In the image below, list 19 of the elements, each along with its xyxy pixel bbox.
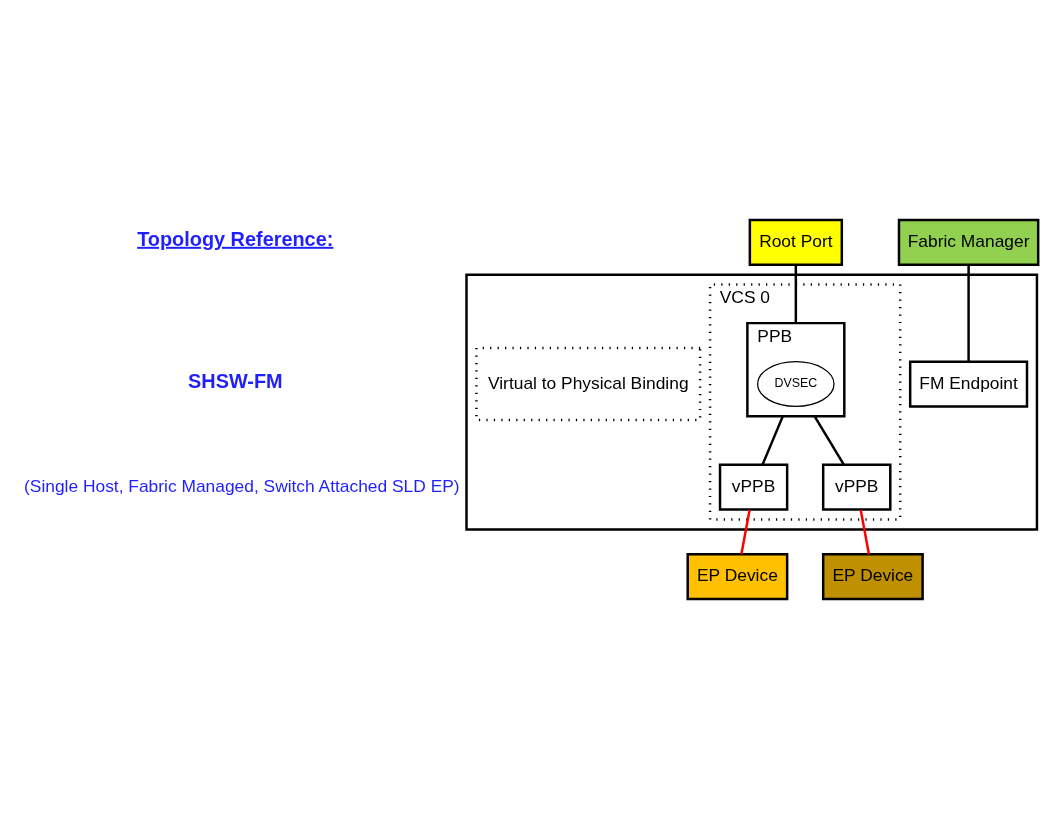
connector [967,264,970,362]
connector [813,415,845,466]
label: (Single Host, Fabric Managed, Switch Attached SLD EP) [24,475,460,496]
label: Topology Reference: [137,227,334,250]
node-box: Virtual to Physical Binding [475,346,702,422]
cluster [465,273,1039,531]
node-box: vPPB [718,463,789,511]
connector [859,509,871,555]
node-box: EP Device [821,553,924,601]
node-box: Root Port [748,218,844,266]
node-box: EP Device [686,553,789,601]
node-box: Fabric Manager [897,218,1040,266]
connector [761,415,784,466]
node-ellipse: DVSEC [757,361,835,407]
connector [794,264,798,324]
label: SHSW-FM [188,369,283,392]
node-box: FM Endpoint [908,360,1029,408]
connector [740,509,751,555]
node-box: vPPB [821,463,892,511]
